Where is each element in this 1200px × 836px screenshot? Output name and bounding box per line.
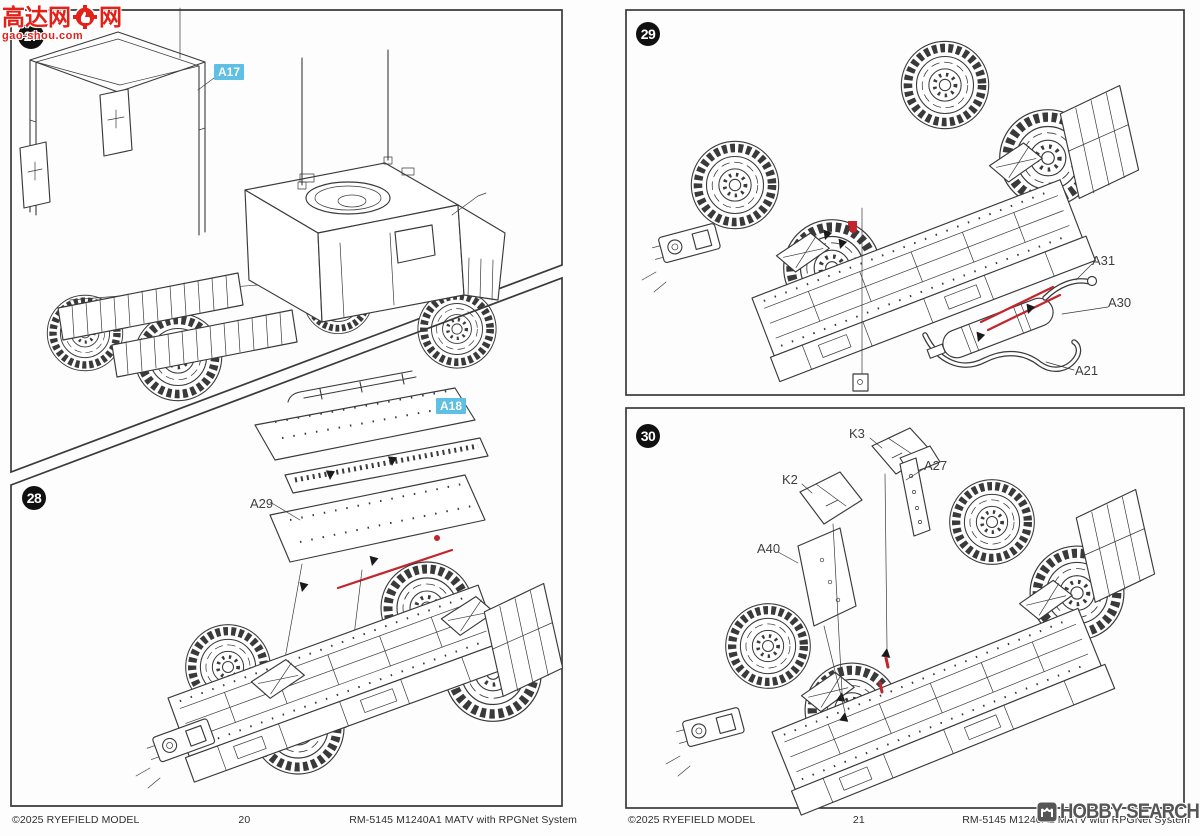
step-number-28: 28 bbox=[22, 486, 46, 510]
step-number-27: 27 bbox=[18, 23, 44, 49]
part-label-a18: A18 bbox=[436, 398, 467, 414]
part-label-a27: A27 bbox=[924, 458, 948, 473]
truck-illustration bbox=[47, 49, 506, 401]
part-label-a17: A17 bbox=[214, 64, 245, 80]
inverted-chassis-illustration bbox=[135, 562, 566, 789]
step30-panel bbox=[625, 407, 1185, 816]
step-number-29: 29 bbox=[636, 22, 660, 46]
inverted-chassis-illustration bbox=[641, 41, 1142, 392]
copyright-right: ©2025 RYEFIELD MODEL bbox=[628, 814, 756, 826]
page-number-right: 21 bbox=[852, 814, 865, 826]
hobbysearch-watermark: HOBBY SEARCH bbox=[1036, 800, 1200, 824]
armor-plates-illustration bbox=[777, 427, 941, 726]
part-label-k3: K3 bbox=[849, 426, 865, 441]
right-page-footer: ©2025 RYEFIELD MODEL 21 RM-5145 M1240A1 … bbox=[628, 814, 1190, 826]
step27-panel bbox=[10, 7, 563, 474]
step-number-30: 30 bbox=[636, 424, 660, 448]
part-label-k2: K2 bbox=[782, 472, 798, 487]
hobbysearch-logo-icon bbox=[1036, 801, 1058, 823]
inverted-chassis-illustration bbox=[665, 480, 1158, 816]
a18-armor-illustration bbox=[254, 370, 489, 732]
copyright-left: ©2025 RYEFIELD MODEL bbox=[12, 814, 140, 826]
step29-panel bbox=[625, 9, 1185, 396]
product-name-right: RM-5145 M1240A1 MATV with RPGNet System bbox=[962, 814, 1190, 826]
hobbysearch-watermark-text: HOBBY SEARCH bbox=[1060, 800, 1200, 823]
part-label-a40: A40 bbox=[757, 541, 781, 556]
gaoshou-watermark-text2: 网 bbox=[99, 3, 122, 30]
left-page-footer: ©2025 RYEFIELD MODEL 20 RM-5145 M1240A1 … bbox=[12, 814, 577, 826]
part-label-a29: A29 bbox=[250, 496, 274, 511]
product-name-left: RM-5145 M1240A1 MATV with RPGNet System bbox=[349, 814, 577, 826]
step28-panel bbox=[10, 276, 566, 807]
part-label-a21: A21 bbox=[1075, 363, 1099, 378]
gaoshou-watermark-url: gao-shou.com bbox=[2, 30, 84, 42]
gaoshou-thumb-icon bbox=[73, 5, 97, 29]
page-number-left: 20 bbox=[238, 814, 251, 826]
part-label-a30: A30 bbox=[1108, 295, 1132, 310]
a17-frame-illustration bbox=[19, 7, 215, 236]
gaoshou-watermark: 高达网 网 gao-shou.com bbox=[2, 4, 122, 42]
gaoshou-watermark-text: 高达网 bbox=[2, 3, 71, 30]
part-label-a31: A31 bbox=[1092, 253, 1116, 268]
exhaust-illustration bbox=[922, 263, 1109, 372]
